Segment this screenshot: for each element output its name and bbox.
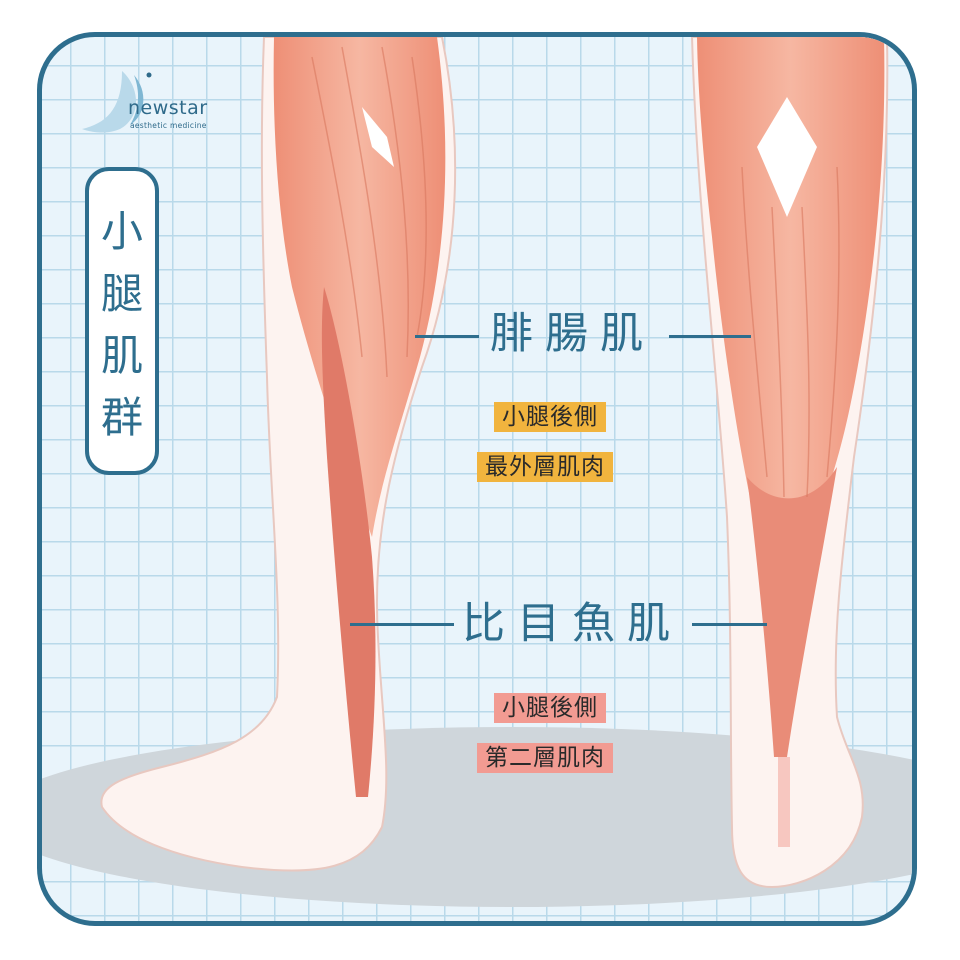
gastrocnemius-line-left [415, 335, 479, 338]
soleus-desc-2: 第二層肌肉 [477, 743, 613, 773]
title-char-3: 肌 [100, 331, 143, 380]
soleus-line-left [350, 623, 454, 626]
right-leg [690, 37, 889, 889]
left-leg [100, 37, 457, 872]
gastrocnemius-left [273, 37, 446, 537]
soleus-left [321, 287, 376, 797]
gastrocnemius-label: 腓腸肌 [490, 309, 655, 359]
logo-brand: newstar [128, 97, 208, 119]
soleus-desc-1: 小腿後側 [494, 693, 606, 723]
title-char-4: 群 [100, 393, 143, 442]
logo-tagline: aesthetic medicine [130, 121, 207, 130]
gastrocnemius-right [697, 37, 885, 515]
soleus-line-right [692, 623, 767, 626]
title-char-2: 腿 [100, 269, 143, 318]
newstar-logo-icon [82, 71, 152, 133]
gastrocnemius-desc-2: 最外層肌肉 [477, 452, 613, 482]
gastrocnemius-desc-1: 小腿後側 [494, 402, 606, 432]
leg-illustration [42, 37, 912, 907]
diagram-frame: newstar aesthetic medicine 小 腿 肌 群 腓腸肌 小… [37, 32, 917, 926]
title-char-1: 小 [100, 207, 143, 256]
soleus-right [747, 467, 837, 757]
title-box: 小 腿 肌 群 [85, 167, 159, 475]
gastrocnemius-line-right [669, 335, 751, 338]
soleus-label: 比目魚肌 [462, 599, 682, 649]
